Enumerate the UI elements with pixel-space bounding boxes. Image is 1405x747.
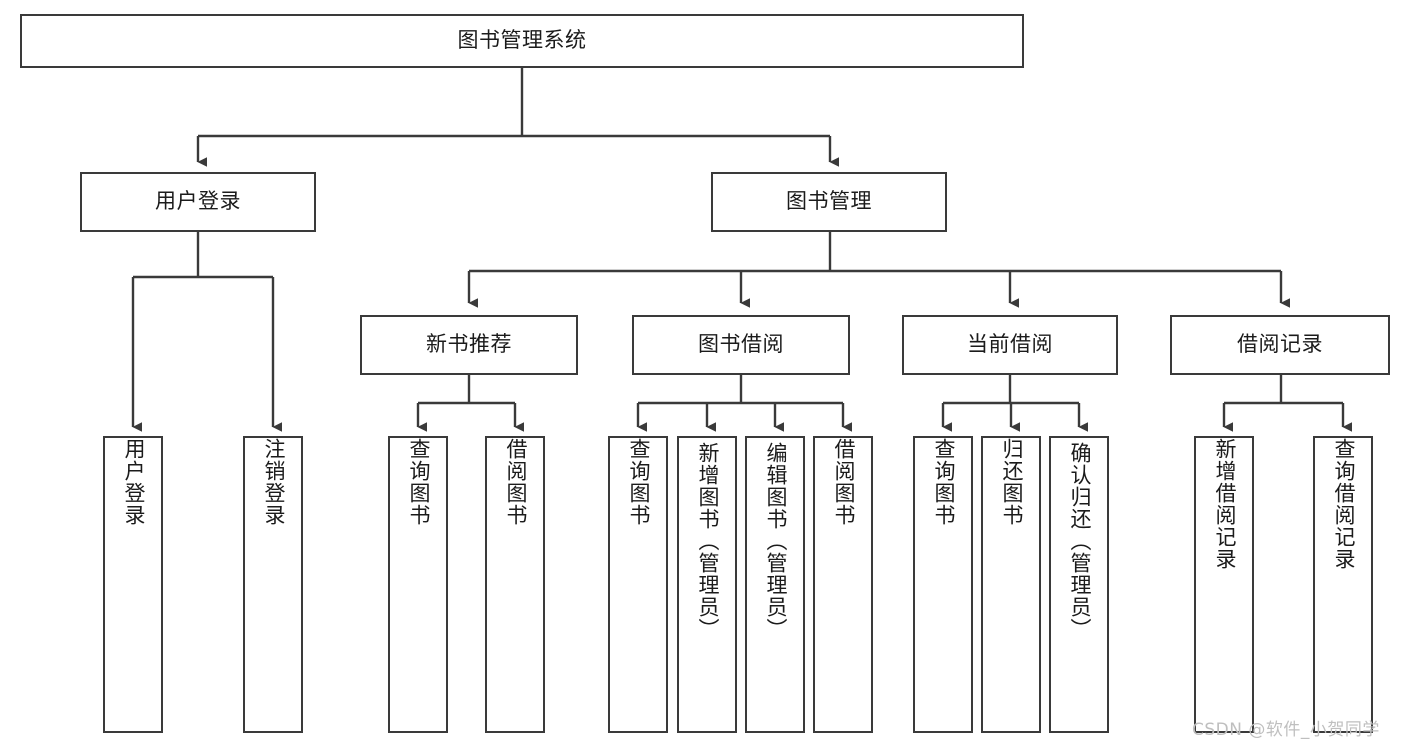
node-label: 用户登录 <box>155 189 241 214</box>
node-label: 借阅图书 <box>503 438 528 526</box>
node-label: 注销登录 <box>261 438 286 526</box>
node-label: 新书推荐 <box>426 332 512 357</box>
leaf-edit-book-admin[interactable]: 编辑图书（管理员） <box>745 436 805 733</box>
leaf-new-book-query[interactable]: 查询图书 <box>388 436 448 733</box>
leaf-logout[interactable]: 注销登录 <box>243 436 303 733</box>
node-label: 新增图书（管理员） <box>695 442 720 640</box>
leaf-borrow-book[interactable]: 借阅图书 <box>813 436 873 733</box>
node-label: 查询图书 <box>931 438 956 526</box>
leaf-user-login[interactable]: 用户登录 <box>103 436 163 733</box>
leaf-query-borrow-record[interactable]: 查询借阅记录 <box>1313 436 1373 733</box>
watermark-csdn: CSDN @软件_小贺同学 <box>1192 720 1380 740</box>
node-label: 借阅记录 <box>1237 332 1323 357</box>
node-user-login[interactable]: 用户登录 <box>80 172 316 232</box>
node-label: 查询图书 <box>626 438 651 526</box>
node-label: 图书管理 <box>786 189 872 214</box>
node-label: 查询图书 <box>406 438 431 526</box>
node-label: 归还图书 <box>999 438 1024 526</box>
leaf-borrow-query-book[interactable]: 查询图书 <box>608 436 668 733</box>
node-label: 图书借阅 <box>698 332 784 357</box>
node-root-system[interactable]: 图书管理系统 <box>20 14 1024 68</box>
node-label: 当前借阅 <box>967 332 1053 357</box>
node-label: 图书管理系统 <box>457 28 587 53</box>
node-borrow-record[interactable]: 借阅记录 <box>1170 315 1390 375</box>
leaf-current-query-book[interactable]: 查询图书 <box>913 436 973 733</box>
leaf-add-borrow-record[interactable]: 新增借阅记录 <box>1194 436 1254 733</box>
node-book-management[interactable]: 图书管理 <box>711 172 947 232</box>
node-label: 编辑图书（管理员） <box>763 442 788 640</box>
node-new-book-recommend[interactable]: 新书推荐 <box>360 315 578 375</box>
node-label: 借阅图书 <box>831 438 856 526</box>
node-book-borrow[interactable]: 图书借阅 <box>632 315 850 375</box>
leaf-add-book-admin[interactable]: 新增图书（管理员） <box>677 436 737 733</box>
node-current-borrow[interactable]: 当前借阅 <box>902 315 1118 375</box>
leaf-return-book[interactable]: 归还图书 <box>981 436 1041 733</box>
leaf-new-book-borrow[interactable]: 借阅图书 <box>485 436 545 733</box>
node-label: 新增借阅记录 <box>1212 438 1237 570</box>
node-label: 查询借阅记录 <box>1331 438 1356 570</box>
node-label: 用户登录 <box>121 438 146 526</box>
leaf-confirm-return-admin[interactable]: 确认归还（管理员） <box>1049 436 1109 733</box>
node-label: 确认归还（管理员） <box>1067 442 1092 640</box>
